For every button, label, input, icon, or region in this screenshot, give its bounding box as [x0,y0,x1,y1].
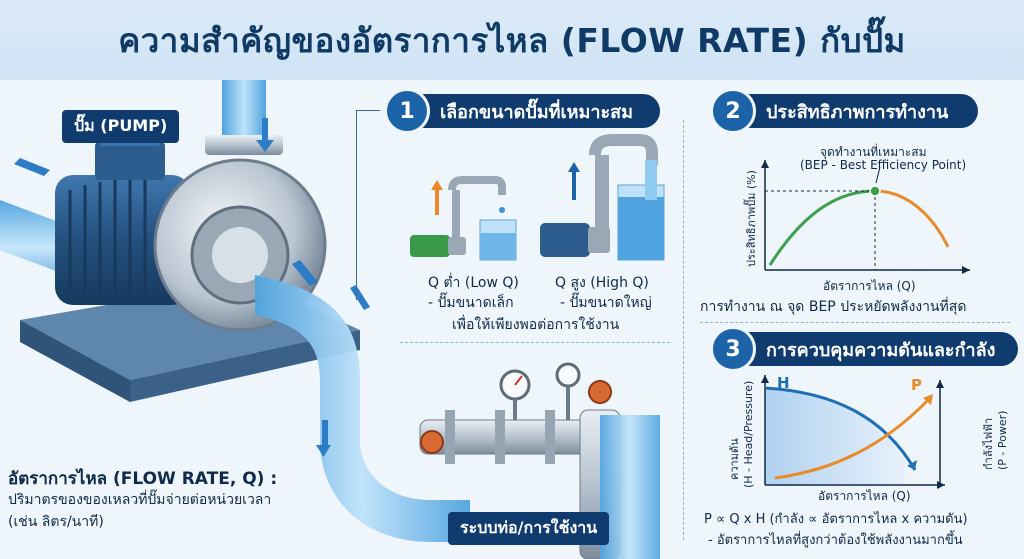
flow-rate-label: อัตราการไหล (FLOW RATE, Q) : [8,469,278,489]
hp-y2-label-1: กำลังไฟฟ้า [982,418,995,470]
power-note: - อัตราการไหลที่สูงกว่าต้องใช้พลังงานมาก… [708,533,963,548]
connector-line [356,110,357,300]
section2-footer: การทำงาน ณ จุด BEP ประหยัดพลังงานที่สุด [700,299,967,315]
stage: ปั๊ม (PUMP) อัตราการไหล (FLOW RATE, Q) :… [0,80,1024,559]
eff-y-label: ประสิทธิภาพปั๊ม (%) [743,170,758,267]
section1-title: เลือกขนาดปั๊มที่เหมาะสม [440,101,633,123]
low-q-desc: - ปั๊มขนาดเล็ก [428,295,514,311]
eff-x-label: อัตราการไหล (Q) [823,279,916,293]
hp-y-labels: ความดัน (H - Head/Pressure) [728,381,755,488]
flow-rate-desc-1: ปริมาตรของของเหลวที่ปั๊มจ่ายต่อหน่วยเวลา [8,492,272,508]
high-q-label: Q สูง (High Q) [555,275,649,291]
efficiency-curve-rising [768,189,876,266]
formula: P ∝ Q x H (กำลัง ∝ อัตราการไหล x ความดัน… [704,512,968,527]
efficiency-curve-falling [874,189,950,248]
page-title: ความสำคัญของอัตราการไหล (FLOW RATE) กับป… [118,20,906,60]
head-power-chart: H P [761,374,945,489]
hp-y2-labels: กำลังไฟฟ้า (P - Power) [982,411,1009,470]
section3-header: 3 การควบคุมความดันและกำลัง [710,326,1018,372]
section1-header: 1 เลือกขนาดปั๊มที่เหมาะสม [384,88,660,134]
section1-illustration [410,134,665,261]
h-curve-label: H [777,374,790,392]
column-divider [683,120,684,540]
p-curve-label: P [911,376,922,394]
connector-line-top [356,110,380,111]
hp-y-label-2: (H - Head/Pressure) [742,381,755,488]
flow-rate-desc-2: (เช่น ลิตร/นาที) [8,514,104,530]
high-q-desc: - ปั๊มขนาดใหญ่ [560,295,652,311]
section2-header: 2 ประสิทธิภาพการทำงาน [710,88,978,134]
hp-y2-label-2: (P - Power) [996,411,1009,470]
section2-number: 2 [710,88,756,134]
bep-point [869,185,881,197]
section1-number: 1 [384,88,430,134]
section3-number: 3 [710,326,756,372]
power-curve [774,396,932,480]
section1-divider [400,342,670,343]
head-curve [764,386,917,471]
bep-label-2: (BEP - Best Efficiency Point) [800,158,967,172]
piping-tag: ระบบท่อ/การใช้งาน [448,512,610,545]
section2-divider [700,322,1010,323]
bep-label-1: จุดทำงานที่เหมาะสม [820,145,927,159]
section1-footer: เพื่อให้เพียงพอต่อการใช้งาน [452,317,620,333]
section3-title: การควบคุมความดันและกำลัง [766,339,996,361]
pump-tag: ปั๊ม (PUMP) [62,110,180,143]
low-q-label: Q ต่ำ (Low Q) [428,275,519,291]
title-bar: ความสำคัญของอัตราการไหล (FLOW RATE) กับป… [0,0,1024,80]
hp-y-label-1: ความดัน [728,438,741,480]
hp-x-label: อัตราการไหล (Q) [818,489,911,503]
efficiency-chart: ประสิทธิภาพปั๊ม (%) [743,160,970,274]
section2-title: ประสิทธิภาพการทำงาน [766,101,949,123]
pump-illustration [0,80,660,559]
